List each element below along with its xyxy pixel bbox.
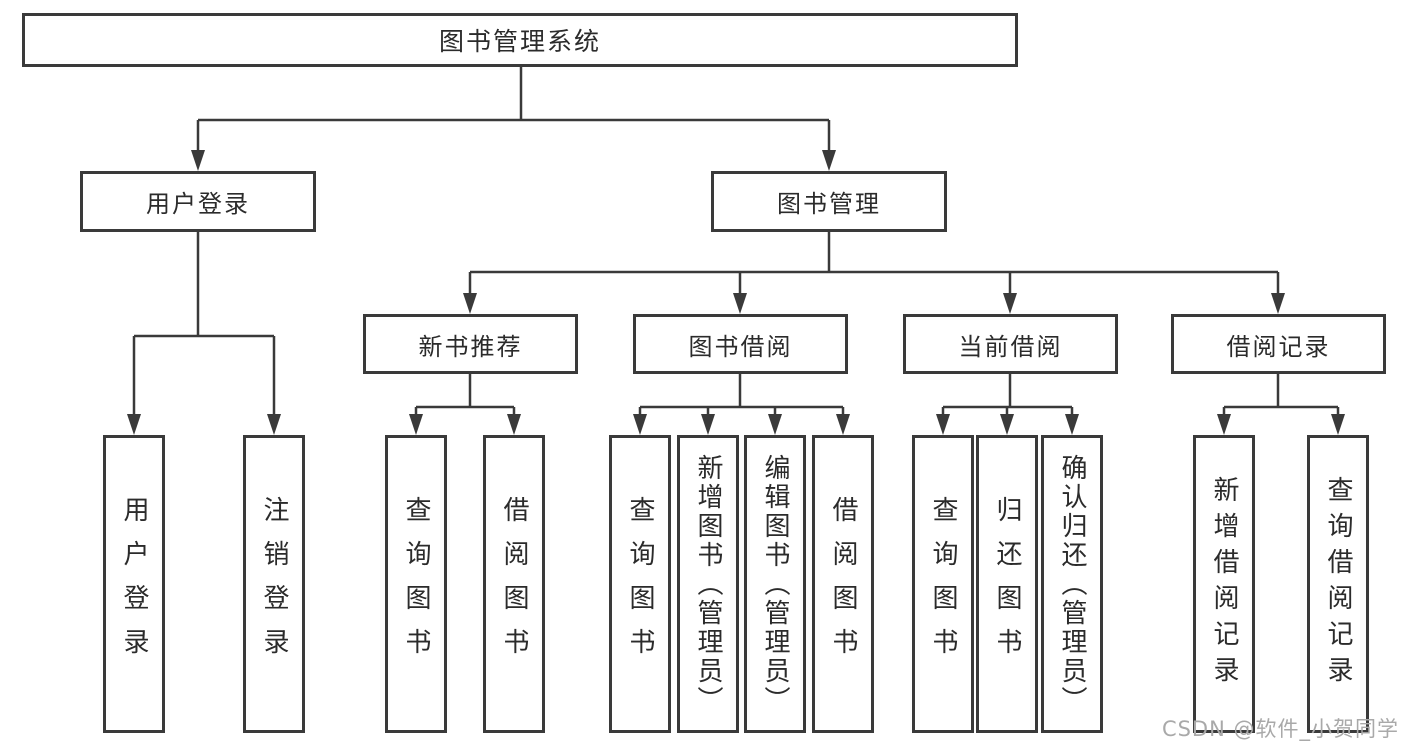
node-book-management: 图书管理: [711, 171, 947, 232]
node-label: 注销登录: [259, 496, 289, 672]
node-label: 新增图书（管理员）: [693, 453, 723, 715]
node-label: 图书借阅: [688, 332, 793, 361]
node-book-borrow: 图书借阅: [633, 314, 848, 374]
node-label: 借阅记录: [1226, 332, 1331, 361]
leaf-edit-books-admin: 编辑图书（管理员）: [744, 435, 806, 733]
node-label: 确认归还（管理员）: [1057, 453, 1087, 715]
node-label: 当前借阅: [958, 332, 1063, 361]
leaf-return-books: 归还图书: [976, 435, 1038, 733]
node-label: 归还图书: [992, 496, 1022, 672]
node-label: 新书推荐: [418, 332, 523, 361]
leaf-query-books: 查询图书: [609, 435, 671, 733]
node-new-book-recommend: 新书推荐: [363, 314, 578, 374]
leaf-add-borrow-record: 新增借阅记录: [1193, 435, 1255, 733]
node-label: 图书管理系统: [438, 27, 601, 56]
node-current-borrow: 当前借阅: [903, 314, 1118, 374]
leaf-logout: 注销登录: [243, 435, 305, 733]
node-label: 图书管理: [777, 190, 881, 218]
leaf-confirm-return-admin: 确认归还（管理员）: [1041, 435, 1103, 733]
leaf-add-books-admin: 新增图书（管理员）: [677, 435, 739, 733]
leaf-borrow-books: 借阅图书: [483, 435, 545, 733]
leaf-query-books: 查询图书: [385, 435, 447, 733]
node-borrow-records: 借阅记录: [1171, 314, 1386, 374]
node-label: 用户登录: [119, 496, 149, 672]
node-label: 查询图书: [928, 496, 958, 672]
node-user-login: 用户登录: [80, 171, 316, 232]
node-label: 查询图书: [401, 496, 431, 672]
arrowhead-icons: [127, 150, 1345, 435]
node-root-library-management-system: 图书管理系统: [22, 13, 1018, 67]
node-label: 编辑图书（管理员）: [760, 453, 790, 715]
node-label: 查询借阅记录: [1323, 476, 1353, 692]
leaf-query-borrow-record: 查询借阅记录: [1307, 435, 1369, 733]
node-label: 查询图书: [625, 496, 655, 672]
leaf-query-books: 查询图书: [912, 435, 974, 733]
node-label: 借阅图书: [828, 496, 858, 672]
watermark: CSDN @软件_小贺同学: [1161, 717, 1399, 741]
leaf-borrow-books: 借阅图书: [812, 435, 874, 733]
node-label: 借阅图书: [499, 496, 529, 672]
leaf-user-login: 用户登录: [103, 435, 165, 733]
node-label: 新增借阅记录: [1209, 476, 1239, 692]
node-label: 用户登录: [146, 190, 250, 218]
